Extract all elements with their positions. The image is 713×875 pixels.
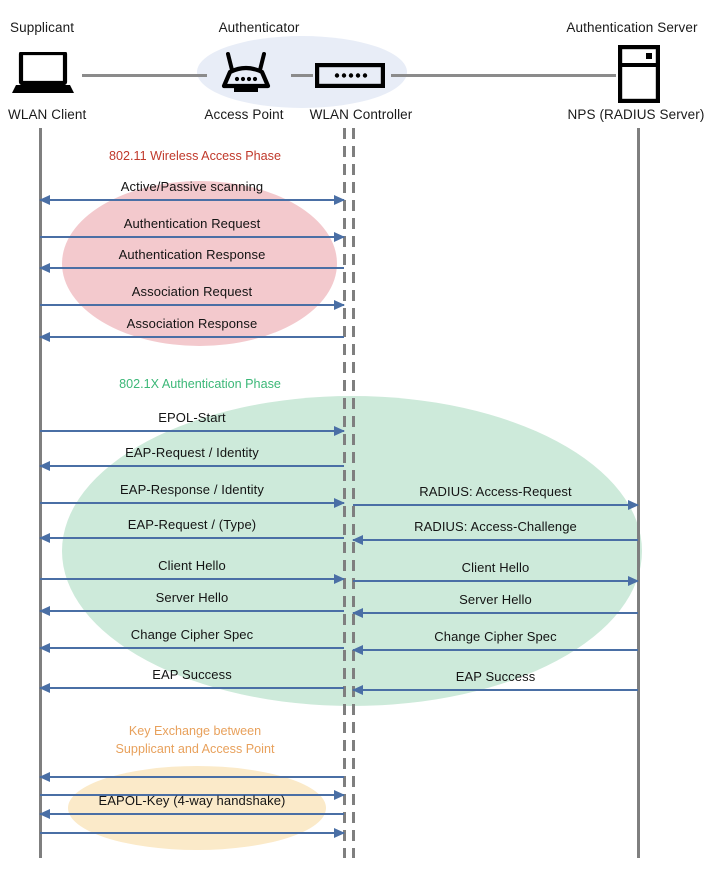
- message-label: Server Hello: [459, 592, 532, 607]
- message-label: EAP Success: [455, 669, 536, 684]
- phase-highlight-key-exchange: [68, 766, 326, 850]
- arrowhead-left-icon: [352, 685, 363, 695]
- arrowhead-right-icon: [334, 195, 345, 205]
- lifeline-auth-server: [637, 128, 640, 858]
- message-line: [40, 336, 344, 338]
- arrowhead-left-icon: [352, 608, 363, 618]
- message-label: EPOL-Start: [158, 410, 226, 425]
- arrowhead-right-icon: [334, 574, 345, 584]
- message-line: [40, 465, 344, 467]
- message-line: [40, 832, 344, 834]
- message-label: EAP Success: [152, 667, 232, 682]
- link-ap-to-controller: [291, 74, 313, 77]
- arrowhead-right-icon: [334, 828, 345, 838]
- phase-label-80211: 802.11 Wireless Access Phase: [109, 149, 281, 163]
- arrowhead-left-icon: [39, 606, 50, 616]
- arrowhead-left-icon: [39, 683, 50, 693]
- message-line: [40, 236, 344, 238]
- arrowhead-right-icon: [334, 232, 345, 242]
- arrowhead-right-icon: [334, 426, 345, 436]
- actor-role-supplicant: Supplicant: [10, 20, 75, 35]
- message-line: [40, 794, 344, 796]
- message-line: [40, 267, 344, 269]
- lifeline-wlan-controller-a: [343, 128, 346, 858]
- arrowhead-left-icon: [39, 263, 50, 273]
- arrowhead-left-icon: [39, 195, 50, 205]
- message-label: RADIUS: Access-Challenge: [414, 519, 577, 534]
- message-label: Active/Passive scanning: [120, 179, 264, 194]
- link-client-to-ap: [82, 74, 207, 77]
- message-label: Association Request: [131, 284, 253, 299]
- lifeline-wlan-controller-b: [352, 128, 355, 858]
- actor-role-authenticator: Authenticator: [218, 20, 300, 35]
- message-label: Authentication Request: [123, 216, 261, 231]
- message-label: Association Response: [126, 316, 258, 331]
- message-line: [40, 776, 344, 778]
- message-label: Authentication Response: [118, 247, 266, 262]
- server-rack-icon: [617, 44, 661, 108]
- network-controller-icon: [314, 62, 386, 93]
- message-line: [40, 578, 344, 580]
- actor-device-wlan-client: WLAN Client: [8, 107, 87, 122]
- message-line: [40, 537, 344, 539]
- message-line: [353, 539, 638, 541]
- message-line: [40, 687, 344, 689]
- message-line: [353, 504, 638, 506]
- arrowhead-left-icon: [352, 535, 363, 545]
- message-line: [353, 612, 638, 614]
- arrowhead-right-icon: [334, 790, 345, 800]
- lifeline-supplicant: [39, 128, 42, 858]
- arrowhead-left-icon: [39, 772, 50, 782]
- actor-role-authentication-server: Authentication Server: [566, 20, 698, 35]
- message-label: Client Hello: [158, 558, 226, 573]
- arrowhead-right-icon: [628, 500, 639, 510]
- message-line: [40, 304, 344, 306]
- arrowhead-right-icon: [334, 498, 345, 508]
- message-line: [40, 502, 344, 504]
- phase-highlight-80211: [62, 181, 337, 346]
- message-label: RADIUS: Access-Request: [419, 484, 572, 499]
- arrowhead-left-icon: [39, 332, 50, 342]
- message-line: [353, 649, 638, 651]
- phase-label-8021x: 802.1X Authentication Phase: [119, 377, 281, 391]
- actor-device-access-point: Access Point: [204, 107, 284, 122]
- actor-device-nps-radius-server: NPS (RADIUS Server): [567, 107, 705, 122]
- message-label: EAP-Response / Identity: [120, 482, 264, 497]
- link-controller-to-server: [391, 74, 616, 77]
- laptop-icon: [12, 50, 74, 99]
- message-line: [353, 689, 638, 691]
- arrowhead-left-icon: [39, 461, 50, 471]
- message-label: EAP-Request / Identity: [125, 445, 259, 460]
- message-label: EAPOL-Key (4-way handshake): [98, 793, 286, 808]
- message-label: Change Cipher Spec: [434, 629, 557, 644]
- message-line: [40, 610, 344, 612]
- wireless-router-icon: [216, 48, 276, 99]
- arrowhead-left-icon: [39, 809, 50, 819]
- arrowhead-left-icon: [352, 645, 363, 655]
- message-line: [40, 813, 344, 815]
- arrowhead-left-icon: [39, 643, 50, 653]
- phase-label-key-exchange: Key Exchange between Supplicant and Acce…: [115, 724, 275, 756]
- message-label: Server Hello: [155, 590, 229, 605]
- arrowhead-left-icon: [39, 533, 50, 543]
- message-label: Change Cipher Spec: [130, 627, 254, 642]
- arrowhead-right-icon: [334, 300, 345, 310]
- actor-device-wlan-controller: WLAN Controller: [309, 107, 413, 122]
- message-line: [40, 647, 344, 649]
- message-line: [40, 430, 344, 432]
- arrowhead-right-icon: [628, 576, 639, 586]
- message-label: EAP-Request / (Type): [127, 517, 257, 532]
- message-label: Client Hello: [461, 560, 530, 575]
- message-line: [353, 580, 638, 582]
- message-line: [40, 199, 344, 201]
